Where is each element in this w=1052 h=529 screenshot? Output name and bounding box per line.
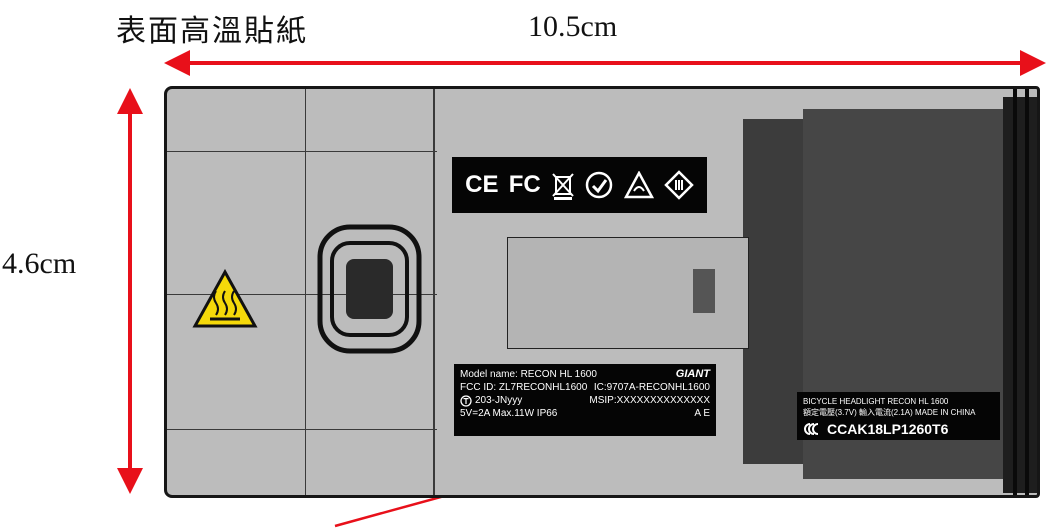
rating-cn-text: 額定電壓(3.7V) 輸入電流(2.1A) MADE IN CHINA [803, 408, 976, 417]
grid-line [305, 89, 306, 495]
certification-sticker: CE FC [452, 157, 707, 213]
grid-line [167, 429, 437, 430]
hazard-triangle-icon [623, 171, 654, 199]
dark-panel [743, 119, 803, 464]
fcc-mark-icon: FC [508, 171, 541, 198]
ae-text: A E [694, 408, 710, 419]
width-arrow-left-head [164, 50, 190, 76]
ic-text: IC:9707A-RECONHL1600 [593, 382, 710, 393]
jp-cert-text: 203-JNyyy [475, 395, 523, 406]
msip-text: MSIP:XXXXXXXXXXXXXX [589, 395, 710, 406]
section-divider [433, 89, 435, 495]
grid-line [167, 294, 437, 295]
model-info-sticker: Model name: RECON HL 1600 GIANT FCC ID: … [454, 364, 716, 436]
hot-surface-warning-icon [192, 269, 258, 328]
class-iii-mark-icon [664, 170, 694, 200]
rating-text: 5V=2A Max.11W IP66 [460, 408, 558, 419]
height-dimension-label: 4.6cm [2, 247, 77, 280]
latch-icon [693, 269, 715, 313]
headlight-title-text: BICYCLE HEADLIGHT RECON HL 1600 [803, 397, 949, 406]
lens-stripe [1025, 89, 1029, 495]
rcm-mark-icon [586, 171, 613, 199]
ce-mark-icon: CE [465, 171, 499, 198]
width-dimension-label: 10.5cm [528, 10, 618, 43]
front-lens-edge [1003, 97, 1037, 493]
mount-ring-icon [317, 224, 422, 354]
jp-cert-mark-icon [460, 394, 472, 407]
fcc-id-text: FCC ID: ZL7RECONHL1600 [460, 382, 588, 393]
page-title: 表面高溫貼紙 [116, 14, 308, 49]
grid-line [167, 151, 437, 152]
height-arrow-top-head [117, 88, 143, 114]
lens-stripe [1013, 89, 1017, 495]
headlight-info-sticker: BICYCLE HEADLIGHT RECON HL 1600 額定電壓(3.7… [797, 392, 1000, 440]
giant-logo: GIANT [675, 368, 710, 380]
height-arrow-bottom-head [117, 468, 143, 494]
ccc-mark-icon [804, 423, 819, 435]
model-name-text: Model name: RECON HL 1600 [460, 369, 597, 380]
weee-bin-icon [552, 173, 574, 200]
headlight-body: CE FC Model name: RECON HL 1600 GIANT [164, 86, 1040, 498]
ccc-code-text: CCAK18LP1260T6 [827, 421, 949, 437]
width-arrow-right-head [1020, 50, 1046, 76]
